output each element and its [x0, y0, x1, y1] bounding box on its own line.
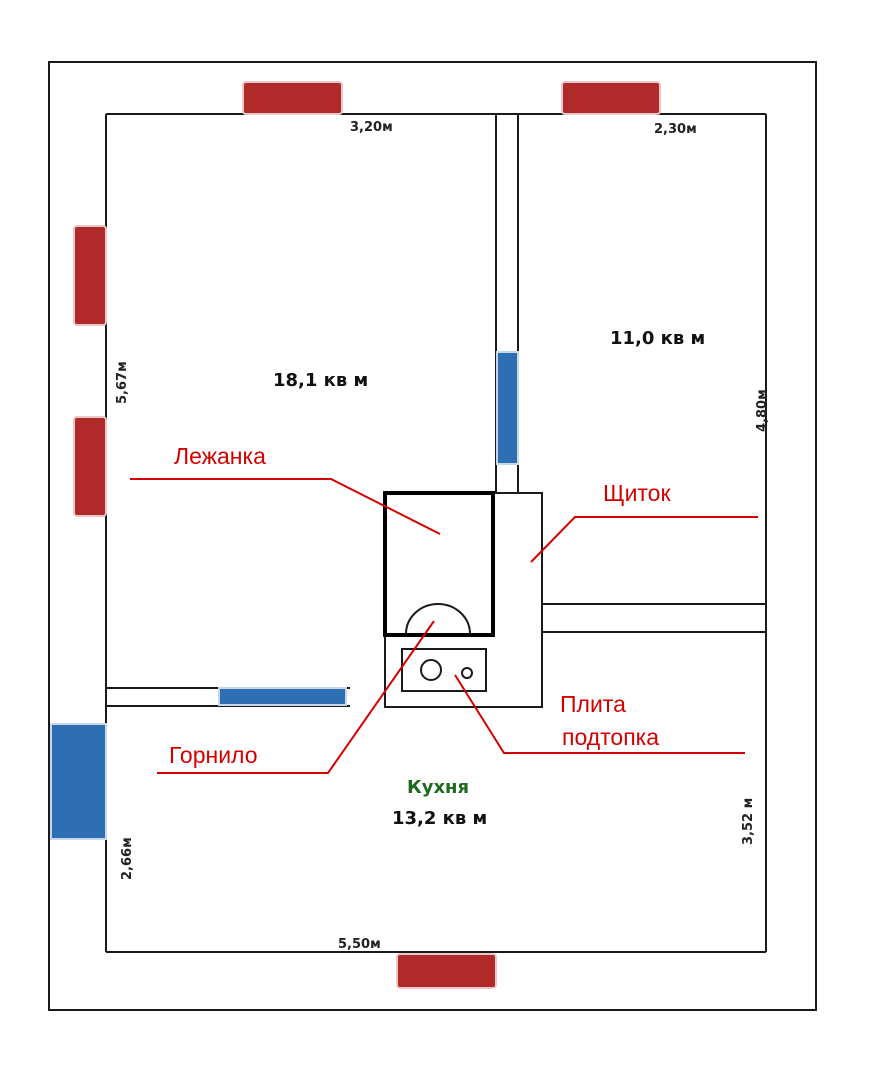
room-small-area: 11,0 кв м [610, 328, 705, 349]
stove [383, 491, 543, 708]
callout-plita-line2: подтопка [562, 724, 659, 750]
window [242, 81, 343, 115]
room-large-area: 18,1 кв м [273, 370, 368, 391]
dim-top-left: 3,20м [350, 120, 393, 135]
dim-right-lower: 3,52 м [741, 798, 756, 845]
burner-large [420, 659, 442, 681]
callout-lezhanka: Лежанка [174, 443, 266, 469]
burner-small [461, 667, 473, 679]
dim-right-upper: 4,80м [755, 389, 770, 432]
outer-border [48, 61, 817, 1011]
window [396, 953, 497, 989]
door [496, 351, 519, 465]
window [73, 416, 107, 517]
dim-bottom: 5,50м [338, 937, 381, 952]
gornilo-arch [405, 603, 471, 635]
kitchen-area: 13,2 кв м [392, 808, 487, 829]
dim-top-right: 2,30м [654, 122, 697, 137]
door [50, 723, 107, 840]
callout-plita-line1: Плита [560, 691, 626, 717]
stove-plate [401, 648, 487, 692]
callout-leaders [130, 478, 758, 774]
doors-blue [50, 351, 519, 840]
dim-left-upper: 5,67м [115, 361, 130, 404]
callout-shchitok: Щиток [603, 480, 671, 506]
window [561, 81, 661, 115]
callout-gornilo: Горнило [169, 742, 258, 768]
window [73, 225, 107, 326]
dim-left-lower: 2,66м [120, 837, 135, 880]
lezhanka-block [383, 491, 495, 637]
windows-red [73, 81, 661, 989]
door [218, 687, 347, 706]
kitchen-name: Кухня [407, 777, 469, 798]
